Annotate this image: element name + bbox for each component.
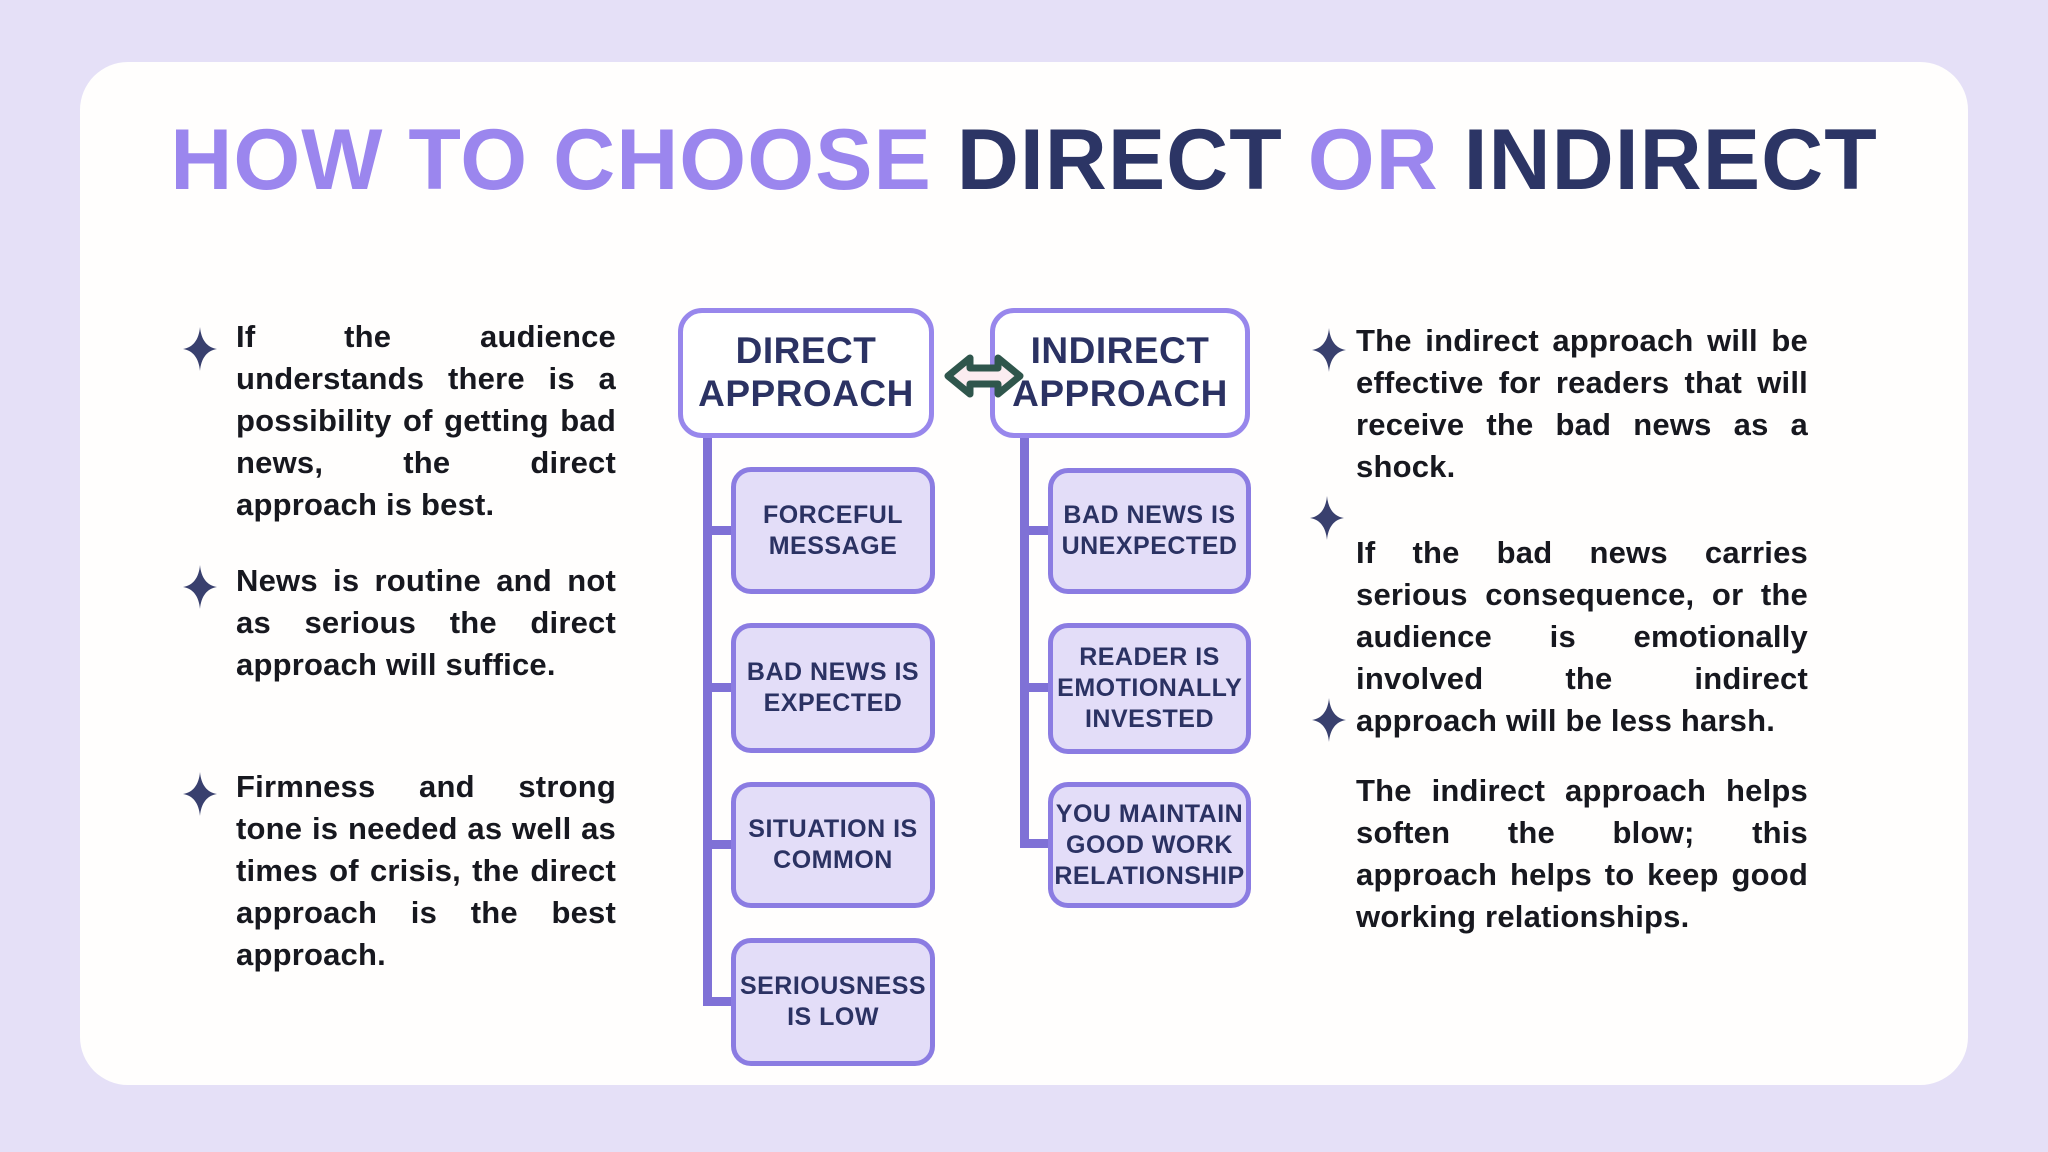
- star-bullet-icon: [1312, 328, 1346, 372]
- title-segment-or: OR: [1282, 112, 1464, 208]
- star-bullet-icon: [1312, 698, 1346, 742]
- indirect-item-reader-emotionally-invested: READER IS EMOTIONALLY INVESTED: [1048, 623, 1251, 754]
- star-bullet-icon: [1310, 496, 1344, 540]
- direct-item-bad-news-expected: BAD NEWS IS EXPECTED: [731, 623, 935, 753]
- direct-item-forceful-message: FORCEFUL MESSAGE: [731, 467, 935, 594]
- indirect-connector-stub-3: [1020, 839, 1049, 848]
- direct-connector-trunk: [703, 436, 712, 1002]
- indirect-connector-trunk: [1020, 436, 1029, 844]
- direct-connector-stub-4: [703, 997, 735, 1006]
- indirect-connector-stub-1: [1020, 526, 1049, 535]
- direct-connector-stub-2: [703, 683, 735, 692]
- left-bullet-1: If the audience understands there is a p…: [236, 319, 616, 522]
- star-bullet-icon: [183, 327, 217, 371]
- title-segment-how-to-choose: HOW TO CHOOSE: [170, 112, 957, 208]
- right-bullet-2: If the bad news carries serious conseque…: [1356, 535, 1808, 738]
- title-segment-indirect: INDIRECT: [1463, 112, 1878, 208]
- indirect-item-bad-news-unexpected: BAD NEWS IS UNEXPECTED: [1048, 468, 1251, 594]
- indirect-approach-header: INDIRECT APPROACH: [990, 308, 1250, 438]
- direct-approach-header: DIRECT APPROACH: [678, 308, 934, 438]
- left-bullet-3: Firmness and strong tone is needed as we…: [236, 769, 616, 972]
- indirect-item-good-work-relationship: YOU MAINTAIN GOOD WORK RELATIONSHIP: [1048, 782, 1251, 908]
- swap-arrow-icon: [944, 351, 1024, 401]
- right-bullet-3: The indirect approach helps soften the b…: [1356, 773, 1808, 934]
- title-segment-direct: DIRECT: [956, 112, 1283, 208]
- direct-item-seriousness-low: SERIOUSNESS IS LOW: [731, 938, 935, 1066]
- direct-connector-stub-1: [703, 526, 735, 535]
- right-bullet-1: The indirect approach will be effective …: [1356, 323, 1808, 484]
- left-bullet-2: News is routine and not as serious the d…: [236, 563, 616, 682]
- star-bullet-icon: [183, 772, 217, 816]
- direct-item-situation-common: SITUATION IS COMMON: [731, 782, 935, 908]
- direct-connector-stub-3: [703, 840, 735, 849]
- star-bullet-icon: [183, 565, 217, 609]
- indirect-connector-stub-2: [1020, 683, 1049, 692]
- page-title: HOW TO CHOOSE DIRECT OR INDIRECT: [80, 112, 1968, 208]
